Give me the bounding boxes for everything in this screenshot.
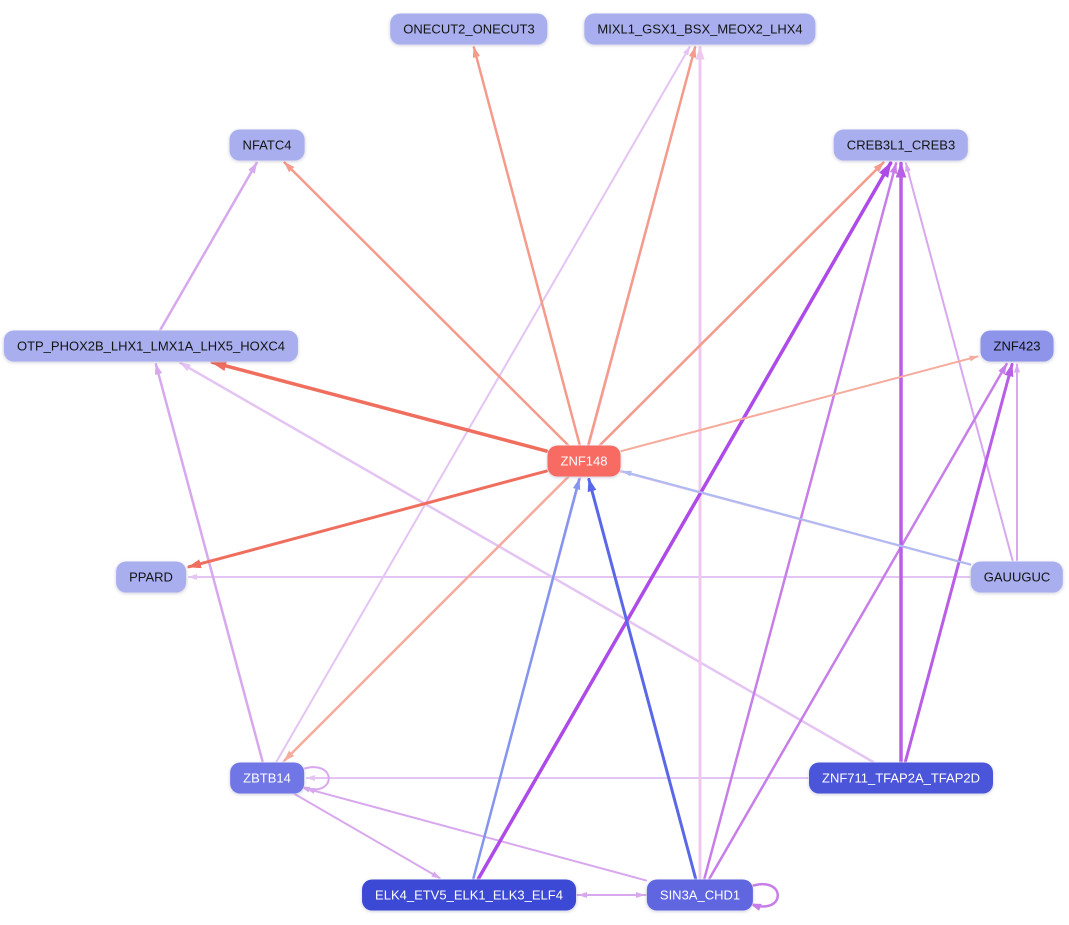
graph-node-ZNF711_TFAP2A_TFAP2D[interactable]: ZNF711_TFAP2A_TFAP2D — [809, 762, 993, 794]
graph-edge-ZNF148-to-OTP_PHOX2B_LHX1_LMX1A_LHX5_HOXC4 — [210, 360, 549, 453]
graph-node-ZNF148[interactable]: ZNF148 — [547, 445, 621, 477]
graph-node-SIN3A_CHD1[interactable]: SIN3A_CHD1 — [646, 879, 754, 911]
graph-edge-self-SIN3A_CHD1 — [747, 883, 779, 911]
graph-node-ELK4_ETV5_ELK1_ELK3_ELF4[interactable]: ELK4_ETV5_ELK1_ELK3_ELF4 — [362, 879, 576, 911]
graph-edge-SIN3A_CHD1-to-CREB3L1_CREB3 — [703, 162, 898, 880]
graph-edge-ZNF148-to-ONECUT2_ONECUT3 — [472, 46, 581, 446]
graph-edge-ELK4_ETV5_ELK1_ELK3_ELF4-to-CREB3L1_CREB3 — [476, 161, 893, 881]
graph-edge-SIN3A_CHD1-to-ZNF148 — [587, 477, 698, 881]
graph-node-ZNF423[interactable]: ZNF423 — [980, 330, 1054, 362]
graph-edge-ZNF148-to-ZNF423 — [620, 355, 979, 453]
graph-node-PPARD[interactable]: PPARD — [116, 561, 186, 593]
graph-edge-ZNF148-to-CREB3L1_CREB3 — [599, 161, 885, 447]
graph-edge-ZBTB14-to-ELK4_ETV5_ELK1_ELK3_ELF4 — [293, 793, 441, 879]
graph-edge-SIN3A_CHD1-to-ZBTB14 — [305, 787, 648, 882]
graph-edge-self-ZBTB14 — [299, 766, 330, 793]
graph-edge-SIN3A_CHD1-to-ZNF423 — [708, 362, 1008, 880]
graph-node-ZBTB14[interactable]: ZBTB14 — [230, 762, 304, 794]
graph-edge-ZBTB14-to-OTP_PHOX2B_LHX1_LMX1A_LHX5_HOXC4 — [154, 363, 264, 763]
graph-node-NFATC4[interactable]: NFATC4 — [229, 129, 305, 161]
graph-edge-ZNF148-to-NFATC4 — [283, 161, 569, 447]
graph-edge-ZNF148-to-ZBTB14 — [283, 475, 570, 762]
graph-node-OTP_PHOX2B_LHX1_LMX1A_LHX5_HOXC4[interactable]: OTP_PHOX2B_LHX1_LMX1A_LHX5_HOXC4 — [3, 330, 299, 362]
graph-edge-ZNF148-to-MIXL1_GSX1_BSX_MEOX2_LHX4 — [587, 46, 697, 446]
graph-node-GAUUGUC[interactable]: GAUUGUC — [970, 561, 1064, 593]
graph-edge-ZNF711_TFAP2A_TFAP2D-to-ZNF423 — [903, 362, 1014, 764]
graph-node-MIXL1_GSX1_BSX_MEOX2_LHX4[interactable]: MIXL1_GSX1_BSX_MEOX2_LHX4 — [584, 13, 816, 45]
graph-node-ONECUT2_ONECUT3[interactable]: ONECUT2_ONECUT3 — [390, 13, 548, 45]
graph-node-CREB3L1_CREB3[interactable]: CREB3L1_CREB3 — [833, 129, 969, 161]
graph-edge-OTP_PHOX2B_LHX1_LMX1A_LHX5_HOXC4-to-NFATC4 — [159, 161, 258, 331]
graph-edge-ZNF148-to-PPARD — [187, 469, 549, 569]
graph-edge-ZBTB14-to-MIXL1_GSX1_BSX_MEOX2_LHX4 — [275, 46, 691, 763]
graph-edge-ELK4_ETV5_ELK1_ELK3_ELF4-to-ZNF148 — [472, 478, 581, 880]
graph-edge-ZNF711_TFAP2A_TFAP2D-to-OTP_PHOX2B_LHX1_LMX1A_LHX5_HOXC4 — [179, 361, 875, 764]
graph-edge-GAUUGUC-to-ZNF148 — [622, 470, 972, 566]
